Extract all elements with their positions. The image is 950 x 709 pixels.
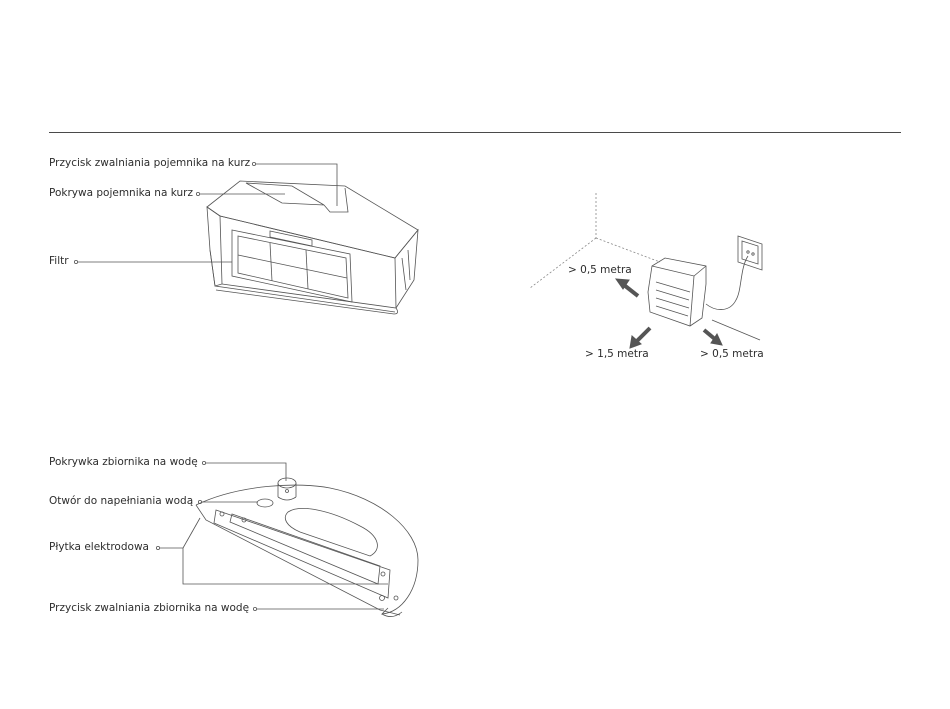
water-tank-illustration [0,0,950,709]
